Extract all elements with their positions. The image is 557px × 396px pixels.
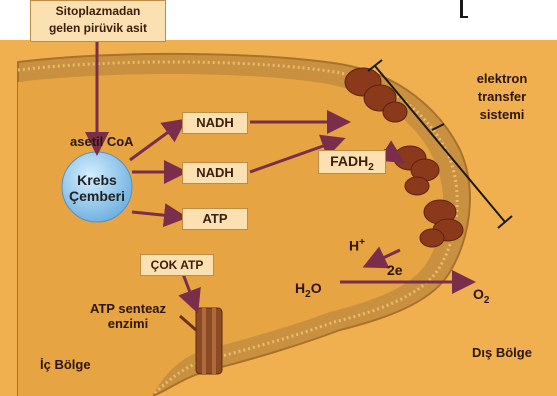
pyruvate-source-label: Sitoplazmadan gelen pirüvik asit (30, 0, 166, 42)
krebs-line2: Çemberi (62, 188, 132, 204)
fadh-text: FADH (330, 153, 368, 169)
fadh2-tag: FADH2 (318, 150, 386, 174)
inner-region-label: İç Bölge (40, 358, 91, 373)
acetyl-coa-label: asetil CoA (70, 135, 134, 150)
atp-tag: ATP (182, 208, 248, 230)
proton-h: H (349, 238, 359, 254)
synthase-line1: ATP senteaz (78, 302, 178, 317)
nadh-tag-1: NADH (182, 112, 248, 134)
pyruvate-source-line1: Sitoplazmadan (31, 3, 165, 20)
krebs-cycle-label: Krebs Çemberi (62, 172, 132, 204)
ets-line2: transfer (462, 88, 542, 106)
water-label: H2O (295, 280, 322, 300)
oxygen-label: O2 (473, 286, 489, 306)
ets-line3: sistemi (462, 106, 542, 124)
corner-mark (460, 0, 463, 18)
ets-label: elektron transfer sistemi (462, 70, 542, 125)
pyruvate-source-line2: gelen pirüvik asit (31, 20, 165, 37)
outer-region-label: Dış Bölge (472, 346, 532, 361)
cok-atp-tag: ÇOK ATP (140, 254, 214, 276)
atp-synthase-label: ATP senteaz enzimi (78, 302, 178, 332)
proton-plus: + (359, 237, 365, 248)
nadh-tag-2: NADH (182, 162, 248, 184)
oxygen-subscript: 2 (484, 295, 490, 306)
ets-line1: elektron (462, 70, 542, 88)
proton-label: H+ (349, 237, 365, 254)
water-o: O (311, 280, 322, 296)
fadh-subscript: 2 (368, 162, 374, 173)
water-h: H (295, 280, 305, 296)
electron-label: 2e (387, 262, 403, 278)
oxygen-o: O (473, 286, 484, 302)
synthase-line2: enzimi (78, 317, 178, 332)
krebs-line1: Krebs (62, 172, 132, 188)
